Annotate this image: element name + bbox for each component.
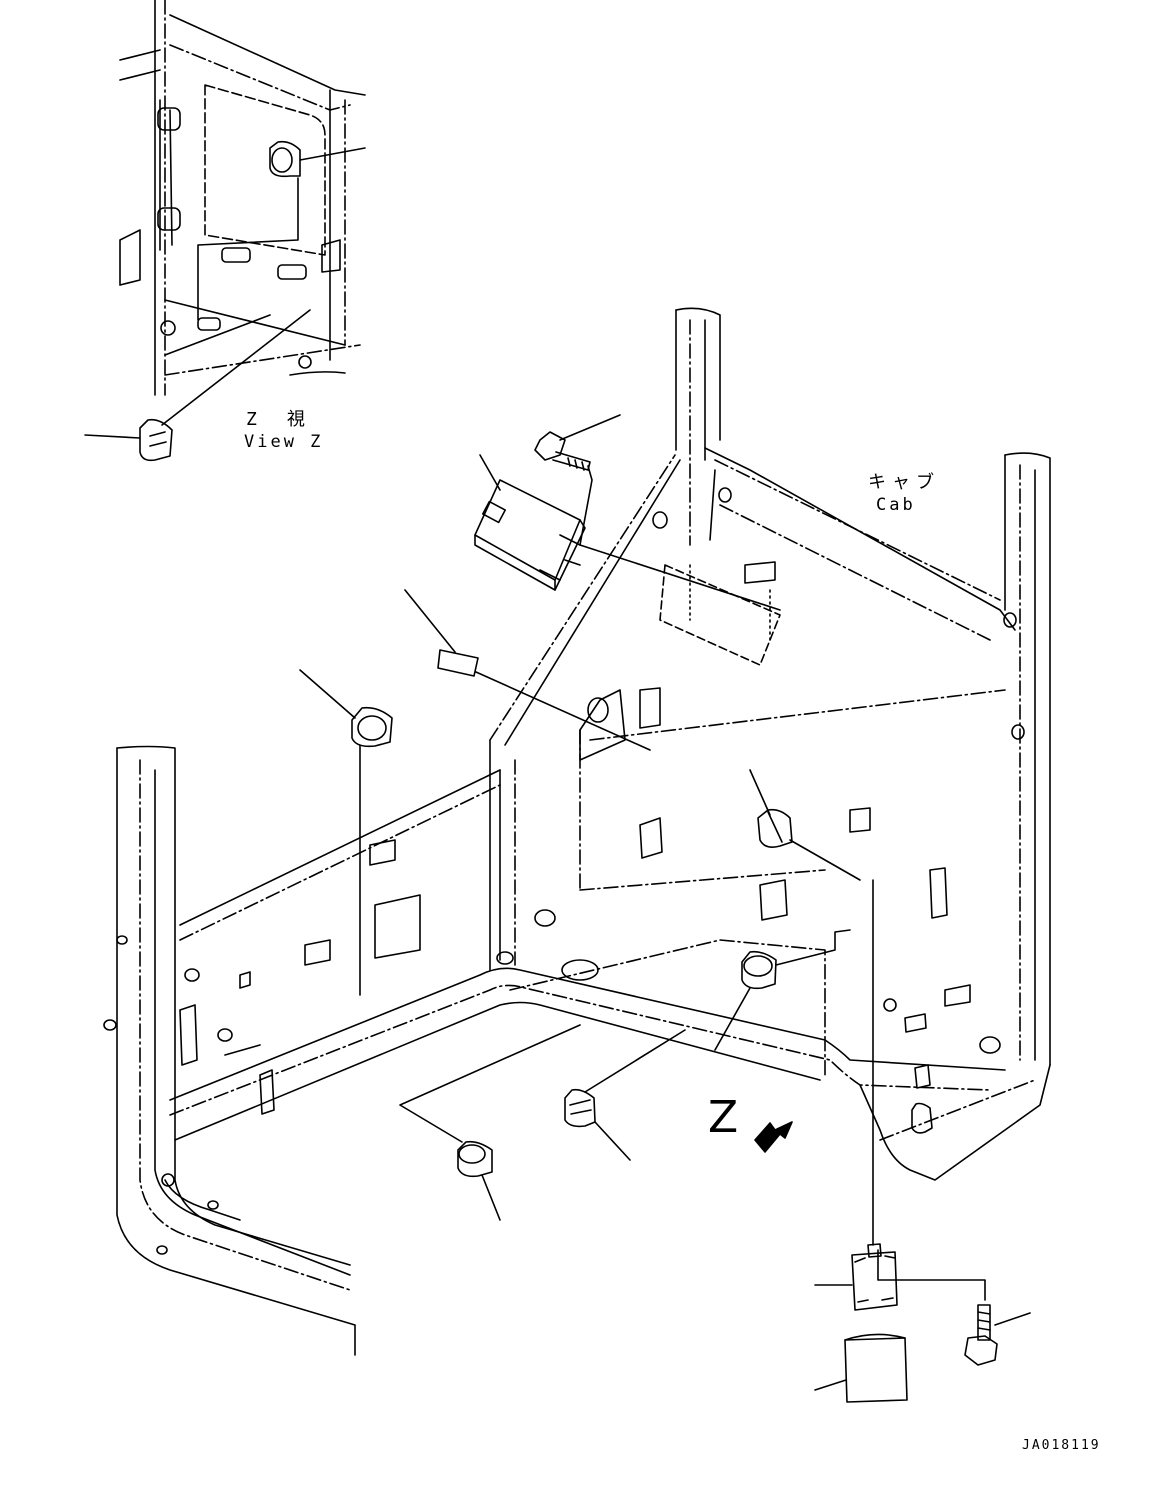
arrow-label: Z xyxy=(708,1092,739,1143)
view-arrow xyxy=(754,1121,793,1153)
ring-clip-left xyxy=(299,669,393,996)
harness-line xyxy=(872,879,986,1301)
cab-label-jp: キャブ xyxy=(868,472,940,493)
view-label-jp: Z 視 xyxy=(246,409,311,430)
cab-label-en: Cab xyxy=(876,495,916,515)
label-plate xyxy=(404,589,651,751)
bolt-top xyxy=(534,414,621,546)
clip-rear xyxy=(749,769,861,881)
controller-unit xyxy=(474,454,781,611)
view-label-en: View Z xyxy=(244,432,324,452)
bolt-bottom xyxy=(964,1304,1031,1366)
mount-bracket xyxy=(814,1243,898,1311)
clip-center xyxy=(714,929,851,1051)
clip-floor-c xyxy=(911,1064,933,1134)
clip-floor-b xyxy=(399,1024,581,1221)
cab-frame xyxy=(103,307,1051,1356)
view-z-inset xyxy=(119,0,366,426)
cover-plate xyxy=(814,1333,908,1403)
clip-floor-a xyxy=(564,1029,686,1161)
clip-part-inset xyxy=(84,418,173,462)
drawing-code: JA018119 xyxy=(1022,1438,1101,1453)
